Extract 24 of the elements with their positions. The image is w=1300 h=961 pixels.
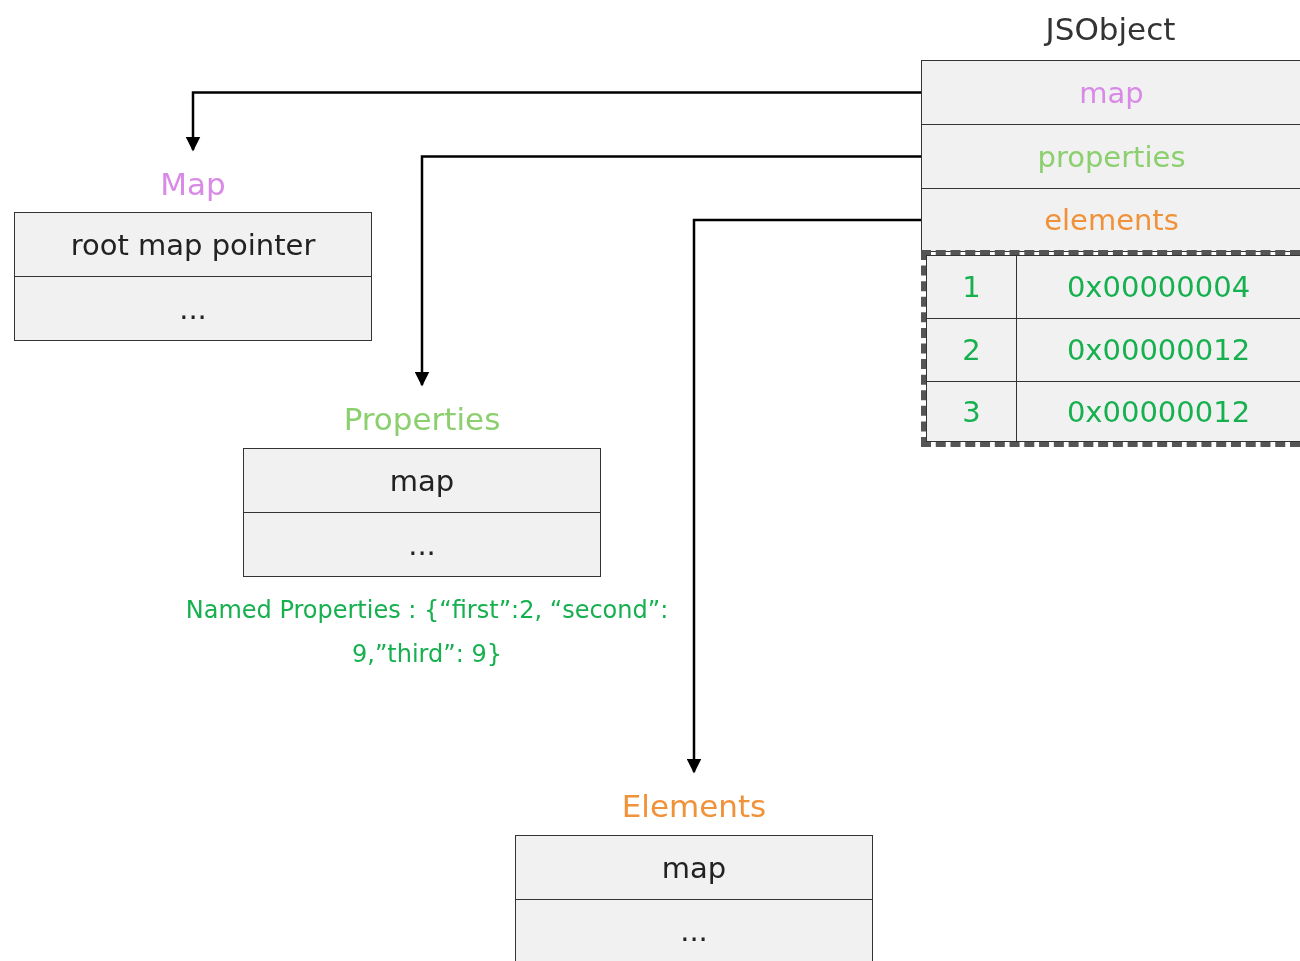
table-heading: JSObject — [1043, 10, 1177, 49]
table-row: map — [243, 448, 601, 513]
table-row: ... — [14, 276, 372, 341]
table-row: map — [921, 60, 1300, 125]
table-row: ... — [243, 512, 601, 577]
table-heading: Map — [159, 165, 227, 204]
table-cell: 2 — [926, 318, 1017, 382]
table-cell: 3 — [926, 381, 1017, 442]
table-row: root map pointer — [14, 212, 372, 277]
table-cell: 0x00000012 — [1016, 318, 1300, 382]
table-heading: Elements — [620, 787, 768, 826]
table-cell: 0x00000004 — [1016, 255, 1300, 319]
arrow — [414, 155, 921, 387]
arrow — [185, 91, 921, 152]
table-cell: 0x00000012 — [1016, 381, 1300, 442]
note-text: Named Properties : {“first”:2, “second”: 9,”third”: 9} — [184, 595, 670, 670]
table-row: properties — [921, 124, 1300, 189]
arrow — [686, 218, 921, 774]
dashed-frame — [921, 250, 1300, 447]
table-row: elements — [921, 188, 1300, 252]
table-row: ... — [515, 899, 873, 961]
table-cell: 1 — [926, 255, 1017, 319]
table-row: map — [515, 835, 873, 900]
table-heading: Properties — [342, 400, 502, 439]
